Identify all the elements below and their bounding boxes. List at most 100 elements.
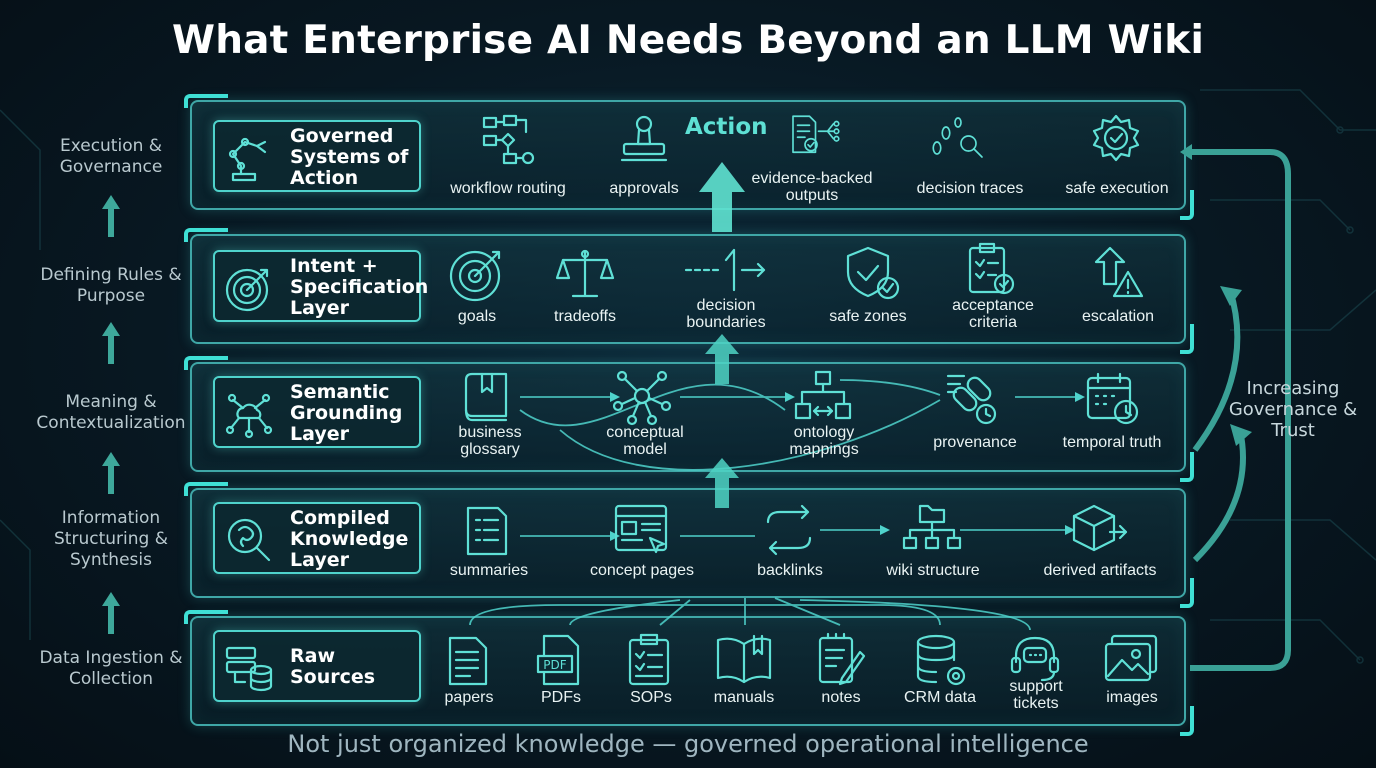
item-label-acceptance-criteria: acceptance criteria [952,297,1034,331]
item-label-concept-pages: concept pages [589,562,695,579]
page-title: What Enterprise AI Needs Beyond an LLM W… [171,18,1205,63]
chain-link-icon [946,374,997,425]
item-label-support-tickets: support tickets [1009,678,1063,712]
corner-accent [184,610,228,624]
svg-text:PDF: PDF [543,658,566,672]
footer-tagline: Not just organized knowledge — governed … [287,730,1089,758]
side-label-meaning: Meaning & Contextualization [36,392,186,433]
layer-title-box-raw: Raw Sources [213,630,421,702]
cloud-network-icon [225,393,273,439]
image-icon [1104,634,1158,682]
corner-accent [184,228,228,242]
pdf-icon: PDF [536,634,580,686]
folder-tree-icon [902,504,962,550]
action-label: Action [685,114,768,140]
footprints-icon [932,117,983,158]
boundary-icon [684,248,766,292]
item-label-tradeoffs: tradeoffs [554,308,616,325]
governance-label: Increasing Governance & Trust [1228,378,1358,441]
side-label-defining-rules: Defining Rules & Purpose [40,265,182,306]
workflow-icon [482,114,535,165]
up-arrow-icon [102,195,120,237]
side-label-information: Information Structuring & Synthesis [54,508,168,570]
document-check-icon [792,115,840,154]
corner-accent [1180,706,1194,736]
note-pencil-icon [818,632,866,686]
item-label-goals: goals [457,308,497,325]
item-label-decision-boundaries: decision boundaries [686,297,766,331]
item-label-pdfs: PDFs [541,689,581,706]
item-label-crm-data: CRM data [903,689,977,706]
up-arrow-icon [102,592,120,634]
item-label-escalation: escalation [1081,308,1155,325]
scale-icon [555,249,615,298]
target-icon [449,250,501,302]
item-label-wiki-structure: wiki structure [886,562,980,579]
item-label-safe-execution: safe execution [1065,180,1169,197]
layer-title-intent: Intent + Specification Layer [290,255,429,319]
side-label-execution: Execution & Governance [59,136,163,177]
shield-check-icon [846,246,900,300]
corner-accent [184,94,228,108]
corner-accent [1180,324,1194,354]
corner-accent [1180,452,1194,482]
item-label-ontology-mappings: ontology mappings [789,424,859,458]
network-icon [612,370,672,426]
item-label-derived-artifacts: derived artifacts [1043,562,1157,579]
up-arrow-icon [705,334,739,384]
checklist-icon [968,242,1015,295]
item-label-business-glossary: business glossary [458,424,522,458]
layer-title-box-governed: Governed Systems of Action [213,120,421,192]
corner-accent [184,356,228,370]
database-gear-icon [916,634,966,686]
up-arrow-icon [102,322,120,364]
item-label-images: images [1106,689,1158,706]
database-server-icon [225,646,273,692]
item-label-temporal-truth: temporal truth [1062,434,1162,451]
item-label-workflow-routing: workflow routing [450,180,566,197]
corner-accent [1180,578,1194,608]
governance-arc-arrows [1180,144,1291,671]
layer-title-box-compiled: Compiled Knowledge Layer [213,502,421,574]
item-label-sops: SOPs [630,689,672,706]
up-arrow-icon [699,162,745,232]
brain-magnifier-icon [227,518,271,562]
exchange-arrows-icon [766,504,812,556]
up-arrow-icon [102,452,120,494]
calendar-clock-icon [1086,372,1139,425]
item-label-conceptual-model: conceptual model [606,424,684,458]
clipboard-icon [628,633,670,686]
side-label-ingestion: Data Ingestion & Collection [39,648,183,689]
box-arrow-icon [1072,504,1128,552]
headset-icon [1010,636,1060,682]
robot-arm-icon [228,137,267,182]
item-label-summaries: summaries [449,562,529,579]
up-arrow-icon [705,458,739,508]
layer-title-raw: Raw Sources [290,645,376,688]
item-label-manuals: manuals [713,689,775,706]
item-label-safe-zones: safe zones [829,308,907,325]
item-label-provenance: provenance [933,434,1017,451]
corner-accent [184,482,228,496]
web-page-icon [614,504,668,554]
corner-accent [1180,190,1194,220]
item-label-evidence-backed: evidence-backed outputs [751,170,873,204]
open-book-icon [716,634,772,684]
item-label-papers: papers [444,689,494,706]
item-label-approvals: approvals [609,180,679,197]
summary-doc-icon [466,506,508,556]
layer-title-box-semantic: Semantic Grounding Layer [213,376,421,448]
target-icon [225,268,269,312]
warning-arrow-icon [1094,246,1144,298]
layer-title-compiled: Compiled Knowledge Layer [290,507,409,571]
paper-icon [448,636,488,686]
item-label-backlinks: backlinks [757,562,823,579]
item-label-decision-traces: decision traces [916,180,1024,197]
layer-title-governed: Governed Systems of Action [290,125,409,189]
gear-check-icon [1092,114,1140,162]
hierarchy-icon [794,370,852,420]
stamp-icon [620,115,668,162]
layer-title-semantic: Semantic Grounding Layer [290,381,403,445]
